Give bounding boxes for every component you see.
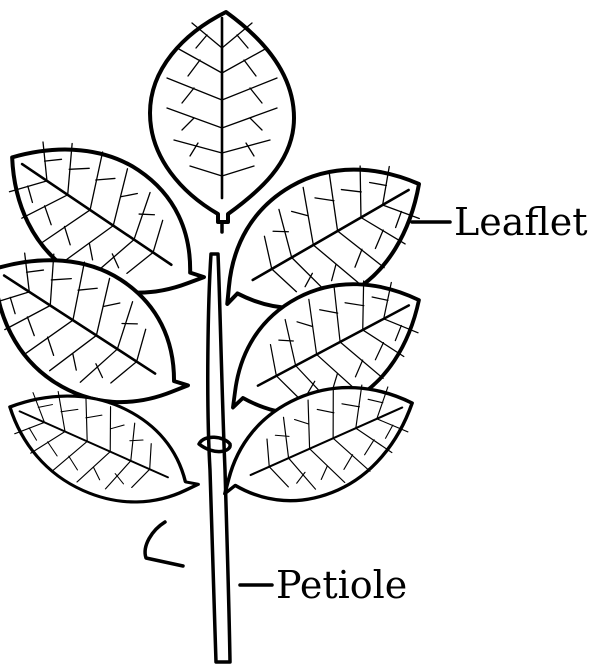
petiole-label: Petiole (276, 563, 407, 607)
leaflet-terminal (150, 12, 294, 222)
leaflet-label: Leaflet (454, 200, 587, 244)
stipule-hook (145, 522, 183, 566)
